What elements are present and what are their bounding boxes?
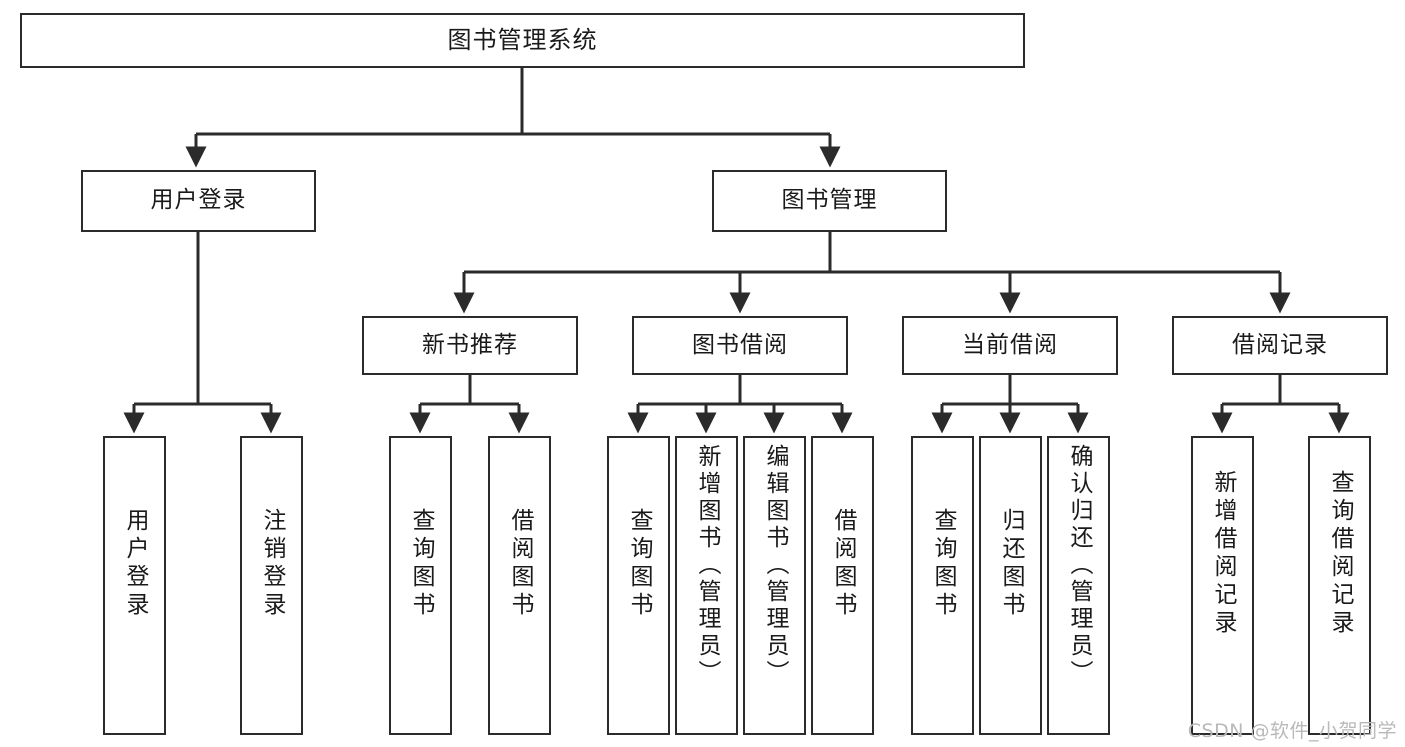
node-leaf-query-book-1[interactable]: 查询图书 [389,436,452,735]
node-label: 查询图书 [930,508,956,620]
node-label: 借阅图书 [830,508,856,620]
node-label: 用户登录 [150,187,247,214]
node-label: 用户登录 [122,508,148,620]
csdn-watermark: CSDN @软件_小贺同学 [1187,720,1397,742]
node-leaf-confirm-return[interactable]: 确认归还（管理员） [1047,436,1110,735]
node-leaf-borrow-book-2[interactable]: 借阅图书 [811,436,874,735]
node-label: 借阅记录 [1232,331,1328,358]
node-leaf-borrow-book-1[interactable]: 借阅图书 [488,436,551,735]
node-label: 确认归还（管理员） [1066,444,1092,687]
node-label: 新书推荐 [422,331,518,358]
node-label: 查询图书 [408,508,434,620]
node-label: 图书管理系统 [447,26,598,55]
node-current-borrow[interactable]: 当前借阅 [902,316,1118,375]
node-label: 图书借阅 [692,331,788,358]
node-leaf-query-book-2[interactable]: 查询图书 [607,436,670,735]
node-root-book-management-system[interactable]: 图书管理系统 [20,13,1025,68]
node-leaf-edit-book[interactable]: 编辑图书（管理员） [743,436,806,735]
node-book-manage[interactable]: 图书管理 [712,170,947,232]
node-borrow-record[interactable]: 借阅记录 [1172,316,1388,375]
node-label: 查询借阅记录 [1327,470,1353,638]
node-leaf-query-record[interactable]: 查询借阅记录 [1308,436,1371,735]
node-user-login[interactable]: 用户登录 [81,170,316,232]
node-label: 查询图书 [626,508,652,620]
node-leaf-user-login[interactable]: 用户登录 [103,436,166,735]
node-label: 注销登录 [259,508,285,620]
node-label: 新增借阅记录 [1210,470,1236,638]
node-leaf-logout-login[interactable]: 注销登录 [240,436,303,735]
node-leaf-add-record[interactable]: 新增借阅记录 [1191,436,1254,735]
node-leaf-query-book-3[interactable]: 查询图书 [911,436,974,735]
node-label: 归还图书 [998,508,1024,620]
node-new-book-recommend[interactable]: 新书推荐 [362,316,578,375]
node-leaf-return-book[interactable]: 归还图书 [979,436,1042,735]
node-leaf-add-book[interactable]: 新增图书（管理员） [675,436,738,735]
node-book-borrow[interactable]: 图书借阅 [632,316,848,375]
node-label: 图书管理 [781,187,878,214]
node-label: 编辑图书（管理员） [762,444,788,687]
node-label: 借阅图书 [507,508,533,620]
node-label: 新增图书（管理员） [694,444,720,687]
node-label: 当前借阅 [962,331,1058,358]
